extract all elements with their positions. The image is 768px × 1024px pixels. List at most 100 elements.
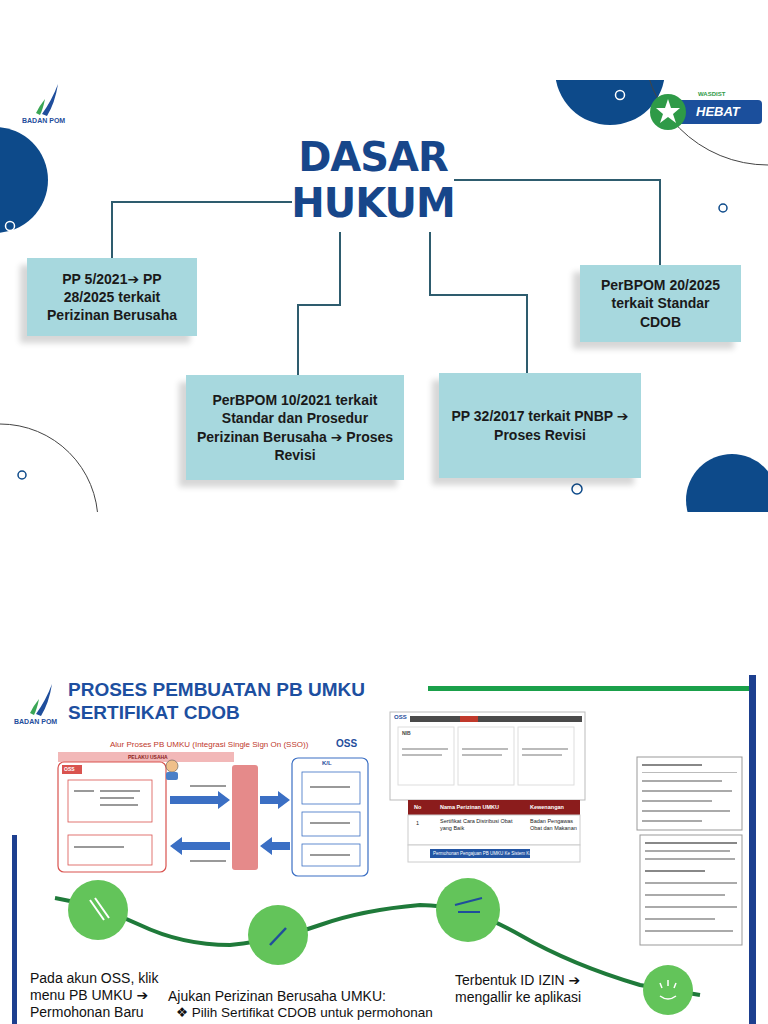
ring-dot: [572, 484, 582, 494]
text-hint: [402, 754, 442, 756]
logo-swoosh: [36, 99, 45, 115]
step-text: ❖ Pilih Sertifikat CDOB untuk permohonan: [176, 1005, 496, 1021]
text-hint: [642, 772, 737, 773]
text-hint: [74, 846, 124, 848]
slide-decoration: [0, 80, 768, 512]
text-hint: [642, 764, 702, 766]
timeline-icon: [660, 980, 676, 999]
slide-title: PROSES PEMBUATAN PB UMKU SERTIFIKAT CDOB: [68, 678, 413, 724]
step-text: Pada akun OSS, klik menu PB UMKU ➔ Permo…: [30, 970, 165, 1020]
text-hint: [462, 748, 508, 750]
logo-text: OSS: [394, 714, 407, 721]
step-box: [68, 835, 152, 865]
text-hint: [74, 790, 94, 792]
person-icon: [166, 760, 178, 772]
text-hint: [100, 790, 140, 792]
gateway-bar: [232, 765, 258, 870]
text-hint: [642, 780, 722, 782]
timeline-dot: [68, 880, 128, 940]
text-hint: [462, 754, 502, 756]
text-hint: [645, 850, 730, 852]
ring-dot: [719, 204, 727, 212]
law-box: PerBPOM 20/2025 terkait Standar CDOB: [580, 265, 741, 342]
text-hint: [645, 870, 705, 872]
thin-arc: [0, 424, 98, 512]
thin-arc: [643, 80, 768, 165]
screenshot: [390, 712, 585, 862]
nav-bar: [410, 716, 582, 722]
accent-bar: [749, 675, 756, 1024]
logo-ribbon: [676, 100, 762, 124]
step-text: Terbentuk ID IZIN ➔ mengallir ke aplikas…: [455, 972, 595, 1006]
block-arrow: [170, 791, 230, 809]
heading-node: DASAR HUKUM: [292, 128, 454, 232]
law-box: PerBPOM 10/2021 terkait Standar dan Pros…: [186, 375, 404, 480]
table-cell: Kewenangan: [530, 804, 564, 811]
table-cell: 1: [416, 820, 419, 827]
connector-line: [430, 232, 527, 373]
text-hint: [522, 754, 562, 756]
text-hint: [645, 858, 735, 860]
timeline-dot: [436, 878, 500, 942]
person-icon: [166, 772, 178, 780]
text-hint: [190, 860, 226, 862]
badan-pom-logo: [36, 84, 58, 116]
lane-label: K/L: [322, 760, 332, 767]
node-text-group: PerBPOM 20/2025 terkait Standar CDOB: [590, 276, 731, 331]
step-box: [302, 772, 360, 804]
screenshot: [637, 757, 742, 945]
connector-line: [112, 202, 292, 258]
law-box: PP 5/2021➔ PP 28/2025 terkait Perizinan …: [27, 258, 197, 336]
screenshot-frame: [637, 757, 742, 830]
accent-bar: [12, 835, 17, 1024]
law-box: PP 32/2017 terkait PNBP ➔ Proses Revisi: [439, 373, 641, 478]
blue-circle: [555, 80, 665, 125]
text-hint: [522, 748, 568, 750]
header-bar: [58, 752, 234, 762]
actor-box: [58, 762, 166, 872]
logo-text: OSS: [336, 738, 357, 750]
step-box: [302, 844, 360, 866]
ring-dot: [18, 471, 26, 479]
lane-label: PELAKU USAHA: [128, 754, 168, 760]
card: [518, 727, 574, 785]
accent-line: [428, 686, 750, 691]
step-box: [68, 780, 152, 822]
node-text: PP 5/2021➔ PP 28/2025 terkait Perizinan …: [37, 270, 187, 325]
text-hint: [310, 854, 350, 856]
logo-star: [656, 99, 680, 123]
badan-pom-logo: [30, 684, 52, 716]
timeline-icon: [270, 928, 286, 945]
timeline-dot: [643, 965, 693, 1015]
logo-badge: [650, 94, 686, 130]
text-hint: [642, 790, 732, 792]
text-hint: [310, 786, 350, 788]
node-text: PerBPOM 20/2025 terkait Standar CDOB: [590, 276, 731, 331]
table-cell: Badan Pengawas Obat dan Makanan: [530, 818, 578, 831]
text-hint: [642, 800, 712, 802]
timeline-icon: [455, 898, 482, 912]
text-hint: [642, 810, 730, 812]
blue-circle: [686, 454, 768, 512]
card: [398, 727, 454, 785]
sso-flow-illustration: [58, 752, 368, 876]
step-text: Ajukan Perizinan Berusaha UMKU:: [168, 988, 468, 1005]
text-hint: [645, 906, 737, 908]
text-hint: [645, 842, 737, 844]
node-text-group: DASAR HUKUM: [291, 134, 455, 226]
table-footer: [408, 845, 580, 862]
block-arrow: [260, 837, 290, 855]
text-hint: [310, 822, 350, 824]
logo-text: BADAN POM: [14, 718, 57, 726]
ring-dot: [6, 222, 15, 231]
step-box: [302, 812, 360, 836]
logo-text: HEBAT: [696, 104, 740, 120]
logo-swoosh: [30, 699, 39, 715]
connector-line: [298, 232, 340, 375]
screenshot-frame: [640, 835, 742, 945]
text-hint: [402, 748, 448, 750]
text-hint: [100, 797, 134, 799]
text-hint: [190, 785, 226, 787]
timeline: [55, 878, 700, 1015]
